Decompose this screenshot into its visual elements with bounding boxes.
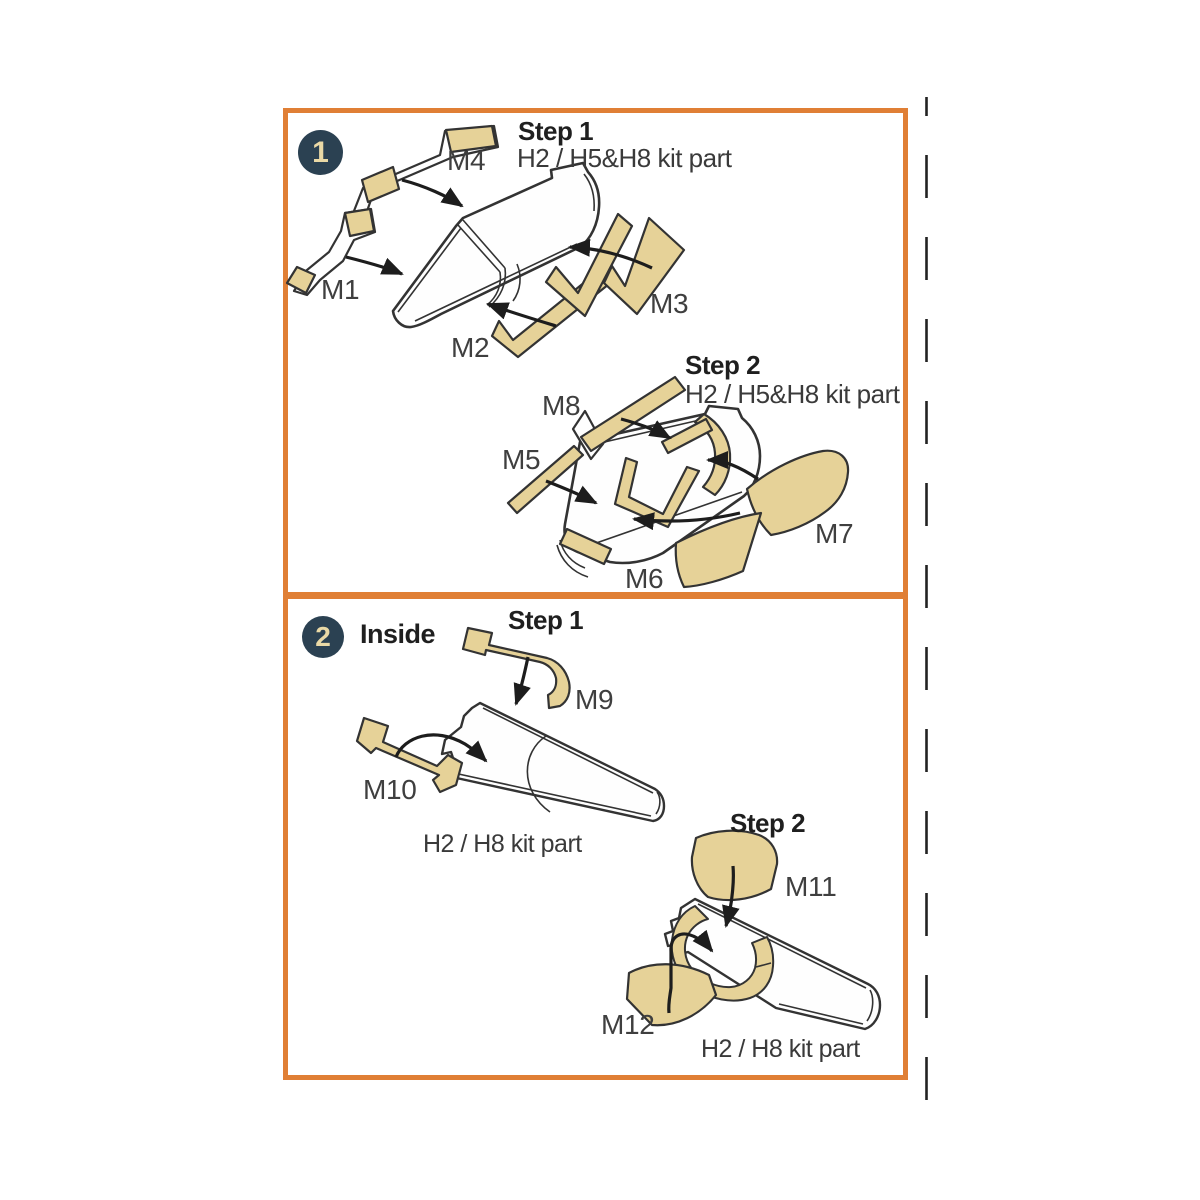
panel1-step2-kit-part: H2 / H5&H8 kit part [685, 379, 900, 409]
panel2-step1-kit-part: H2 / H8 kit part [423, 830, 582, 858]
mask-label-m3: M3 [650, 288, 689, 319]
mask-label-m12: M12 [601, 1009, 655, 1040]
mask-label-m6: M6 [625, 563, 664, 594]
panel2-step2-kit-part: H2 / H8 kit part [701, 1035, 860, 1063]
mask-label-m11: M11 [785, 871, 837, 902]
step-badge-2: 2 [302, 616, 344, 658]
mask-label-m2: M2 [451, 332, 490, 363]
panel2-step2-title: Step 2 [730, 808, 806, 838]
panel-2-inside-masks [283, 594, 908, 1080]
mask-label-m1: M1 [321, 274, 360, 305]
mask-label-m5: M5 [502, 444, 541, 475]
panel1-step1-kit-part: H2 / H5&H8 kit part [517, 143, 732, 173]
drawing-step1-inside [355, 626, 666, 823]
drawing-step2-inside [625, 829, 882, 1031]
panel1-step1-title: Step 1 [518, 116, 594, 146]
step-badge-1: 1 [298, 130, 343, 175]
mask-label-m8: M8 [542, 390, 581, 421]
inside-label: Inside [360, 619, 436, 649]
mask-label-m10: M10 [363, 774, 417, 805]
mask-label-m7: M7 [815, 518, 854, 549]
panel1-step2-title: Step 2 [685, 350, 761, 380]
mask-label-m4: M4 [447, 145, 486, 176]
mask-label-m9: M9 [575, 684, 614, 715]
panel2-step1-title: Step 1 [508, 605, 584, 635]
drawing-step1-outside [285, 124, 686, 359]
drawing-step2-outside [506, 375, 850, 589]
